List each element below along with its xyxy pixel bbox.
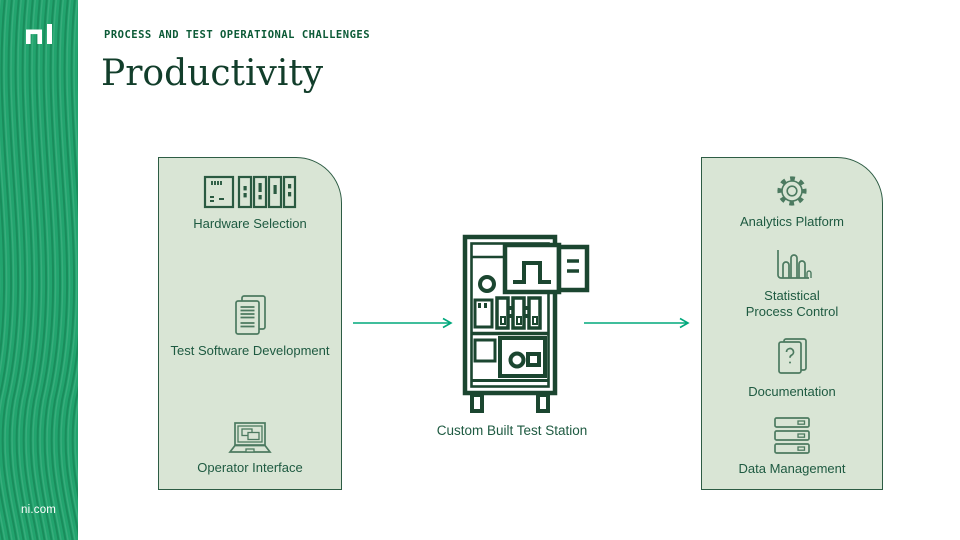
page-title: Productivity (101, 53, 324, 94)
item-label-line1: Statistical (764, 287, 820, 303)
server-stack-icon (774, 417, 810, 455)
item-label: Operator Interface (197, 460, 303, 476)
item-label-line2: Process Control (745, 304, 839, 320)
item-hardware-selection: Hardware Selection (193, 173, 307, 233)
footer-url: ni.com (21, 504, 57, 516)
wave-texture-decoration (0, 0, 78, 540)
documents-icon (235, 295, 266, 336)
eyebrow-kicker: PROCESS AND TEST OPERATIONAL CHALLENGES (104, 29, 371, 41)
panel-post-station: Analytics Platform Statistical Process C… (701, 157, 883, 490)
item-documentation: Documentation (748, 337, 836, 401)
pxi-chassis-icon (203, 175, 297, 209)
panel-pre-station: Hardware Selection Test Software Develop… (158, 157, 342, 490)
document-question-icon (778, 337, 807, 374)
item-label: Documentation (748, 383, 836, 399)
item-label: Analytics Platform (739, 214, 845, 229)
item-analytics-platform: Analytics Platform (740, 173, 844, 231)
item-label: Test Software Development (170, 343, 330, 359)
item-statistical-process-control: Statistical Process Control (746, 247, 838, 321)
gear-icon (777, 176, 807, 206)
item-label: Data Management (738, 461, 846, 477)
item-label: Statistical Process Control (746, 288, 838, 321)
laptop-icon (228, 422, 272, 454)
flow-arrow-left (353, 317, 453, 329)
item-label: Hardware Selection (193, 216, 307, 231)
brand-sidebar: ni.com (0, 0, 78, 540)
flow-arrow-right (584, 317, 690, 329)
ni-logo-icon (26, 24, 52, 44)
test-station-icon (462, 234, 590, 413)
item-test-software-development: Test Software Development (170, 294, 330, 360)
bar-chart-icon (777, 249, 812, 279)
station-caption: Custom Built Test Station (436, 423, 588, 438)
item-data-management: Data Management (738, 416, 846, 478)
item-operator-interface: Operator Interface (197, 421, 303, 477)
